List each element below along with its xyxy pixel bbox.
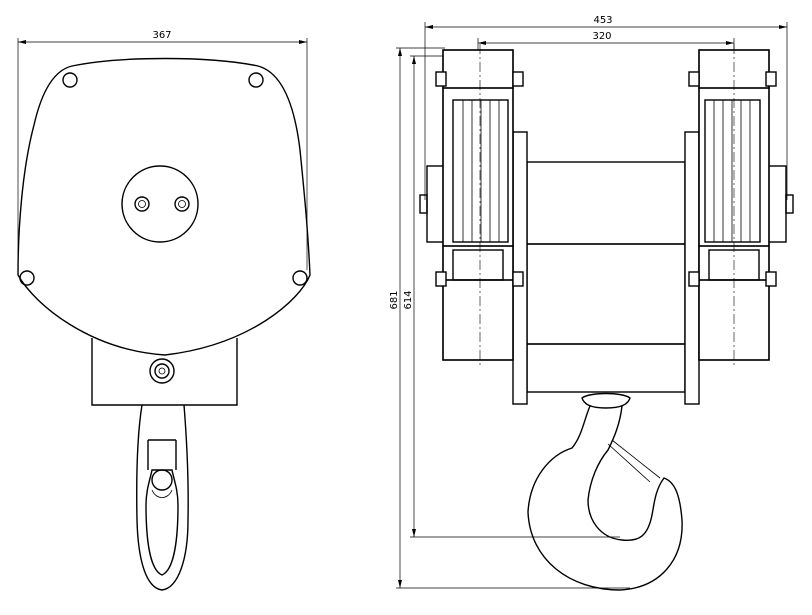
hoist-housing	[17, 57, 311, 356]
front-hook-shank	[136, 404, 189, 591]
side-inner-width-dimension: 320	[477, 31, 735, 55]
front-width-dimension: 367	[17, 30, 308, 270]
height-total-label: 681	[389, 290, 400, 309]
rope-drum	[526, 161, 686, 393]
right-side-plate	[684, 131, 700, 405]
height-hook-dimension: 614	[403, 55, 620, 538]
right-trolley	[688, 44, 794, 365]
crane-hook	[527, 392, 683, 591]
front-hook-tip	[145, 469, 179, 576]
hub-bolt-left	[134, 196, 150, 212]
front-width-label: 367	[152, 30, 171, 41]
left-side-plate	[512, 131, 528, 405]
left-trolley	[419, 44, 524, 365]
side-view: 453 320 681 614	[389, 15, 794, 591]
bolt-bottom-right	[292, 270, 308, 286]
bolt-top-right	[248, 72, 264, 88]
front-view: 367	[17, 30, 311, 591]
block-pin	[149, 358, 175, 384]
motor-hub	[121, 165, 199, 243]
side-inner-width-label: 320	[592, 31, 611, 42]
bolt-bottom-left	[19, 270, 35, 286]
hook-block	[91, 338, 238, 406]
side-total-width-dimension: 453	[424, 15, 788, 200]
bolt-top-left	[62, 72, 78, 88]
hub-bolt-right	[174, 196, 190, 212]
height-hook-label: 614	[403, 290, 414, 309]
height-total-dimension: 681	[389, 47, 630, 589]
side-total-width-label: 453	[593, 15, 612, 26]
